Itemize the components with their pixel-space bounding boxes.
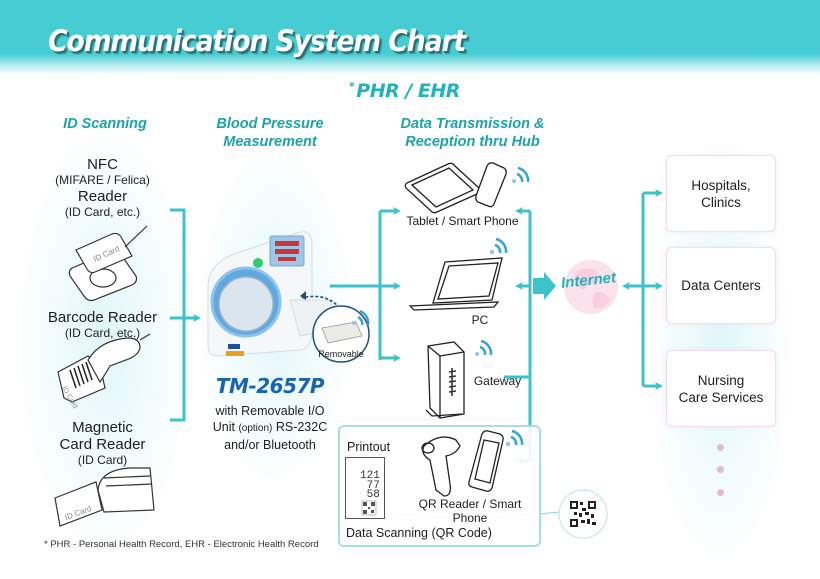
- model-name: TM-2657P: [215, 374, 325, 398]
- hub-to-internet-arrow: [533, 272, 556, 300]
- removable-label: Removable: [318, 349, 364, 359]
- more-dot: [717, 466, 724, 473]
- magnetic-card-reader-label: Magnetic Card Reader (ID Card): [59, 419, 146, 467]
- more-dot: [717, 444, 724, 451]
- gateway-label: Gateway: [473, 374, 522, 388]
- scanner-wifi-icon: [506, 429, 524, 446]
- model-description: with Removable I/O Unit (option) RS-232C…: [212, 404, 328, 452]
- bp-to-hub-connector: [330, 207, 401, 362]
- header-band: [0, 0, 820, 75]
- data-scanning-label: Data Scanning (QR Code): [346, 526, 492, 540]
- qr-reader-label: QR Reader / Smart Phone: [418, 497, 522, 525]
- pc-label: PC: [471, 313, 489, 327]
- globe-icon: [564, 260, 618, 314]
- removable-wifi-icon: [352, 309, 370, 326]
- printout-label: Printout: [347, 440, 391, 454]
- page-title: Communication System Chart: [48, 24, 466, 58]
- subtitle-text: PHR / EHR: [356, 80, 460, 102]
- printout-qr-icon: [361, 500, 377, 516]
- qr-code-magnified-icon: [558, 489, 608, 539]
- more-dot: [717, 489, 724, 496]
- footnote: * PHR - Personal Health Record, EHR - El…: [44, 539, 319, 550]
- smart-phone-icon: [468, 430, 504, 492]
- section-data-transmission: Data Transmission &Reception thru Hub: [400, 116, 545, 150]
- nfc-reader-icon: ID Card: [68, 225, 148, 302]
- subtitle-asterisk: *: [349, 80, 355, 93]
- blood-pressure-monitor-icon: [207, 231, 333, 357]
- magnetic-card-reader-icon: ID Card: [54, 467, 155, 527]
- id-to-bp-connector: [170, 208, 201, 422]
- nfc-reader-label: NFC (MIFARE / Felica) Reader (ID Card, e…: [55, 156, 150, 219]
- destination-hospitals-clinics: Hospitals,Clinics: [666, 155, 776, 232]
- internet-to-destinations-connector: [622, 189, 663, 390]
- tablet-phone-label: Tablet / Smart Phone: [406, 214, 519, 228]
- gateway-wifi-icon: [475, 339, 493, 356]
- barcode-reader-label: Barcode Reader (ID Card, etc.): [47, 309, 158, 340]
- destination-data-centers: Data Centers: [666, 247, 776, 324]
- tablet-phone-icon: [404, 162, 507, 214]
- qr-reader-icon: [421, 436, 461, 497]
- tablet-wifi-icon: [512, 166, 530, 183]
- laptop-icon: [408, 257, 503, 311]
- removable-io-unit-icon: Removable: [300, 291, 370, 363]
- printout-values: 121 77 58: [360, 470, 380, 501]
- section-id-scanning: ID Scanning: [63, 116, 147, 132]
- laptop-wifi-icon: [490, 237, 508, 254]
- subtitle: *PHR / EHR: [349, 80, 460, 102]
- gateway-router-icon: [425, 341, 465, 419]
